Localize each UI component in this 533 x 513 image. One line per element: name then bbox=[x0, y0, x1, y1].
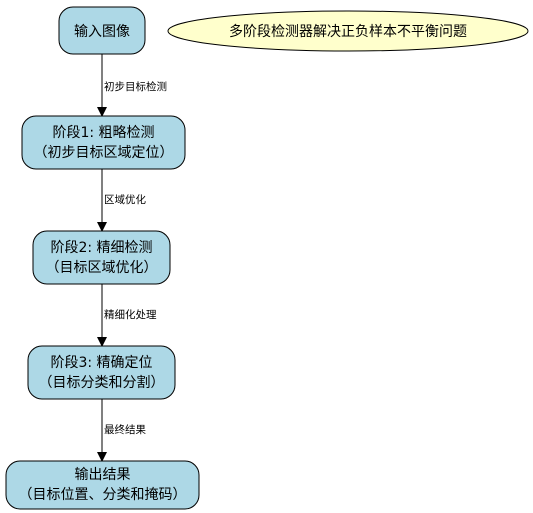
edge-region-optimization-label: 区域优化 bbox=[104, 193, 146, 206]
node-stage2-subtitle: （目标区域优化） bbox=[46, 260, 158, 276]
node-stage2-title: 阶段2: 精细检测 bbox=[50, 240, 152, 256]
node-stage3-precise-localization: 阶段3: 精确定位 （目标分类和分割） bbox=[27, 345, 176, 400]
node-output-title: 输出结果 bbox=[75, 467, 131, 483]
node-stage1-title: 阶段1: 粗略检测 bbox=[52, 125, 154, 141]
edge-initial-detection: 初步目标检测 bbox=[97, 54, 167, 117]
note-text: 多阶段检测器解决正负样本不平衡问题 bbox=[229, 23, 467, 40]
node-input-image: 输入图像 bbox=[58, 6, 146, 55]
node-stage3-subtitle: （目标分类和分割） bbox=[39, 374, 165, 391]
node-stage1-coarse-detection: 阶段1: 粗略检测 （初步目标区域定位） bbox=[21, 115, 186, 170]
node-stage2-box bbox=[32, 230, 171, 285]
node-stage3-box bbox=[27, 345, 176, 400]
note-ellipse-shape bbox=[167, 10, 529, 52]
node-stage1-subtitle: （初步目标区域定位） bbox=[34, 144, 174, 161]
edge-refinement-label: 精细化处理 bbox=[104, 308, 157, 321]
node-stage1-box bbox=[21, 115, 186, 170]
edge-final-result-label: 最终结果 bbox=[104, 423, 146, 436]
note-ellipse: 多阶段检测器解决正负样本不平衡问题 bbox=[167, 10, 529, 52]
node-output-subtitle: （目标位置、分类和掩码） bbox=[19, 487, 187, 503]
node-stage3-title: 阶段3: 精确定位 bbox=[50, 355, 152, 371]
edge-refinement: 精细化处理 bbox=[97, 284, 157, 347]
node-output-result: 输出结果 （目标位置、分类和掩码） bbox=[5, 460, 200, 510]
node-input-image-label: 输入图像 bbox=[74, 24, 130, 40]
node-output-box bbox=[5, 460, 200, 510]
edge-region-optimization: 区域优化 bbox=[97, 169, 146, 232]
node-stage2-fine-detection: 阶段2: 精细检测 （目标区域优化） bbox=[32, 230, 171, 285]
edge-initial-detection-label: 初步目标检测 bbox=[104, 80, 167, 93]
edge-final-result: 最终结果 bbox=[97, 399, 146, 462]
